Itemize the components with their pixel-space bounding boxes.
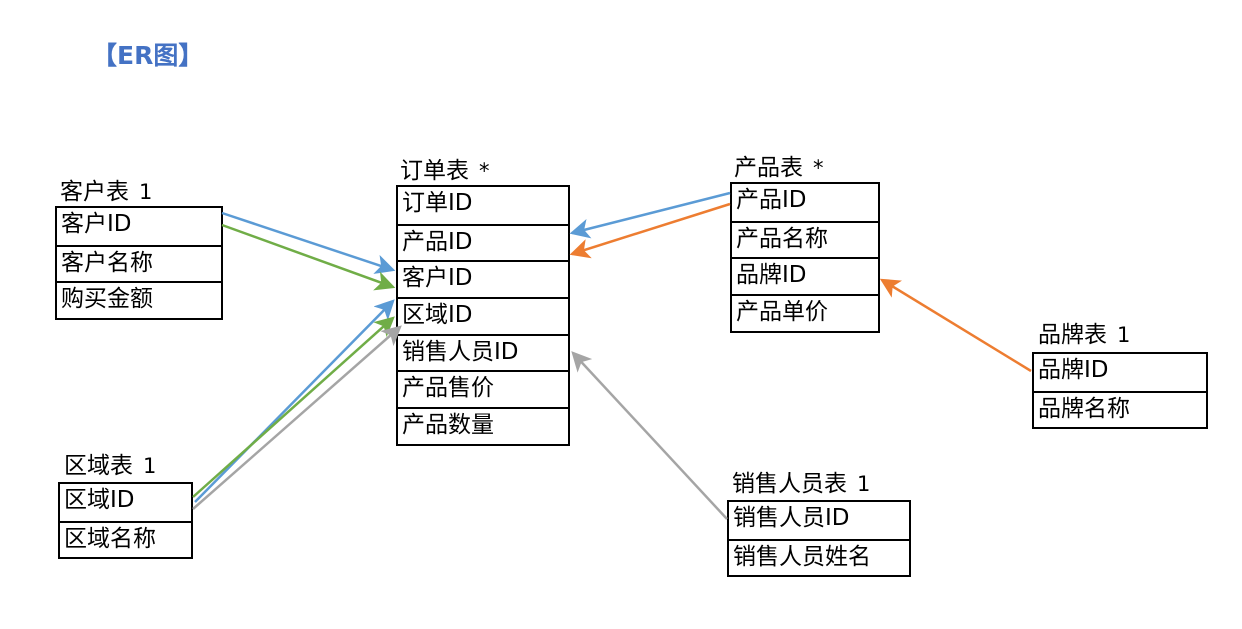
product-table[interactable]: 产品ID 产品名称 品牌ID 产品单价 [730, 182, 880, 333]
field-row[interactable]: 销售人员姓名 [729, 538, 909, 576]
cardinality: * [813, 156, 824, 180]
salesperson-table[interactable]: 销售人员ID 销售人员姓名 [727, 500, 911, 578]
entity-name: 客户表 [60, 179, 129, 205]
salesperson-entity-label: 销售人员表 1 [732, 471, 870, 497]
field-row[interactable]: 客户名称 [57, 244, 221, 282]
field-row[interactable]: 订单ID [402, 190, 473, 216]
field-row[interactable]: 产品ID [736, 187, 807, 213]
entity-name: 区域表 [64, 453, 133, 479]
field-row[interactable]: 区域ID [64, 487, 135, 513]
entity-name: 产品表 [734, 155, 803, 181]
field-row[interactable]: 品牌ID [732, 257, 878, 294]
field-row[interactable]: 产品名称 [732, 220, 878, 258]
link-region-order-blue [194, 299, 395, 503]
link-customer-order-blue [221, 211, 396, 274]
customer-table[interactable]: 客户ID 客户名称 购买金额 [55, 206, 223, 321]
link-brand-product-orange [879, 278, 1032, 373]
link-region-order-green [192, 316, 395, 498]
field-row[interactable]: 品牌ID [1038, 357, 1109, 383]
field-row[interactable]: 区域ID [398, 297, 568, 334]
field-row[interactable]: 客户ID [398, 260, 568, 297]
link-customer-order-green [221, 223, 396, 291]
cardinality: * [479, 159, 490, 183]
region-entity-label: 区域表 1 [64, 453, 156, 479]
field-row[interactable]: 区域名称 [60, 520, 191, 558]
link-salesperson-order-gray [571, 351, 728, 520]
region-table[interactable]: 区域ID 区域名称 [58, 482, 193, 560]
field-row[interactable]: 产品单价 [732, 294, 878, 331]
field-row[interactable]: 销售人员ID [398, 333, 568, 371]
cardinality: 1 [857, 472, 871, 496]
cardinality: 1 [139, 180, 153, 204]
diagram-title: 【ER图】 [92, 41, 204, 70]
entity-name: 销售人员表 [732, 471, 847, 497]
cardinality: 1 [1117, 323, 1131, 347]
field-row[interactable]: 产品ID [398, 223, 568, 261]
product-entity-label: 产品表 * [734, 155, 824, 181]
field-row[interactable]: 客户ID [61, 211, 132, 237]
brand-table[interactable]: 品牌ID 品牌名称 [1032, 352, 1208, 430]
cardinality: 1 [143, 454, 157, 478]
order-table[interactable]: 订单ID 产品ID 客户ID 区域ID 销售人员ID 产品售价 产品数量 [396, 185, 570, 446]
link-region-order-gray [192, 325, 402, 510]
field-row[interactable]: 产品数量 [398, 407, 568, 444]
entity-name: 品牌表 [1038, 322, 1107, 348]
entity-name: 订单表 [400, 158, 469, 184]
link-product-order-blue [569, 191, 731, 239]
order-entity-label: 订单表 * [400, 158, 490, 184]
field-row[interactable]: 销售人员ID [733, 505, 850, 531]
brand-entity-label: 品牌表 1 [1038, 322, 1130, 348]
field-row[interactable]: 产品售价 [398, 370, 568, 407]
field-row[interactable]: 购买金额 [57, 281, 221, 318]
customer-entity-label: 客户表 1 [60, 179, 152, 205]
field-row[interactable]: 品牌名称 [1034, 390, 1206, 428]
link-product-order-orange [569, 202, 731, 259]
